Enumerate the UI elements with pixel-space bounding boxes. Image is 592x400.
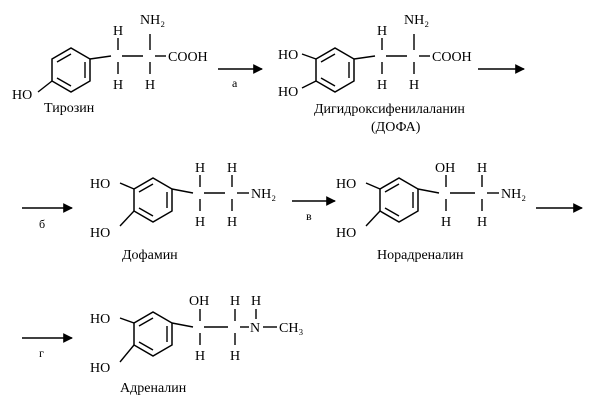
adrenaline-n-label: N xyxy=(250,321,260,336)
noradrenaline-h-label: H xyxy=(441,215,451,230)
dopa-structure: HO HO H H NH₂ H COOH Дигидроксифенилалан… xyxy=(278,13,472,135)
dopa-abbreviation: (ДОФА) xyxy=(371,120,421,135)
dopamine-structure: HO HO H H H H NH₂ Дофамин xyxy=(90,161,276,263)
noradrenaline-name: Норадреналин xyxy=(377,248,464,263)
dopamine-h-label: H xyxy=(227,215,237,230)
step-label-v: в xyxy=(306,209,312,223)
dopamine-nh2-label: NH₂ xyxy=(251,187,276,202)
adrenaline-ho-label: HO xyxy=(90,312,110,327)
noradrenaline-structure: HO HO OH H H H NH₂ Норадреналин xyxy=(336,161,526,263)
dopa-h-label: H xyxy=(409,78,419,93)
adrenaline-h-label: H xyxy=(195,349,205,364)
tyrosine-h-label: H xyxy=(113,24,123,39)
dopamine-h-label: H xyxy=(195,215,205,230)
adrenaline-ho-label: HO xyxy=(90,361,110,376)
dopamine-name: Дофамин xyxy=(122,248,178,263)
noradrenaline-ho-label: HO xyxy=(336,177,356,192)
step-label-b: б xyxy=(39,217,45,231)
reaction-step-b: б xyxy=(22,203,73,231)
reaction-step-v: в xyxy=(292,196,336,223)
dopa-cooh-label: COOH xyxy=(432,50,472,65)
tyrosine-nh2-label: NH₂ xyxy=(140,13,165,28)
dopamine-h-label: H xyxy=(195,161,205,176)
noradrenaline-h-label: H xyxy=(477,161,487,176)
reaction-step-a: а xyxy=(218,64,263,90)
tyrosine-structure: HO H H NH₂ H COOH Тирозин xyxy=(12,13,208,116)
adrenaline-ch3-label: CH₃ xyxy=(279,321,303,336)
reaction-step-g: г xyxy=(22,333,73,360)
step-label-a: а xyxy=(232,76,238,90)
adrenaline-structure: HO HO OH H H H N H CH₃ Адреналин xyxy=(90,294,303,396)
dopa-name: Дигидроксифенилаланин xyxy=(314,102,465,117)
dopamine-ho-label: HO xyxy=(90,177,110,192)
noradrenaline-h-label: H xyxy=(477,215,487,230)
dopamine-h-label: H xyxy=(227,161,237,176)
noradrenaline-oh-label: OH xyxy=(435,161,455,176)
tyrosine-h-label: H xyxy=(113,78,123,93)
tyrosine-ho-label: HO xyxy=(12,88,32,103)
tyrosine-h-label: H xyxy=(145,78,155,93)
dopamine-ho-label: HO xyxy=(90,226,110,241)
step-label-g: г xyxy=(39,346,44,360)
dopa-ho-label: HO xyxy=(278,85,298,100)
adrenaline-h-label: H xyxy=(230,294,240,309)
dopa-h-label: H xyxy=(377,24,387,39)
adrenaline-h-label: H xyxy=(251,294,261,309)
dopa-ho-label: HO xyxy=(278,48,298,63)
noradrenaline-nh2-label: NH₂ xyxy=(501,187,526,202)
adrenaline-h-label: H xyxy=(230,349,240,364)
noradrenaline-ho-label: HO xyxy=(336,226,356,241)
dopa-nh2-label: NH₂ xyxy=(404,13,429,28)
adrenaline-name: Адреналин xyxy=(120,381,187,396)
tyrosine-name: Тирозин xyxy=(44,101,95,116)
tyrosine-cooh-label: COOH xyxy=(168,50,208,65)
dopa-h-label: H xyxy=(377,78,387,93)
adrenaline-oh-label: OH xyxy=(189,294,209,309)
